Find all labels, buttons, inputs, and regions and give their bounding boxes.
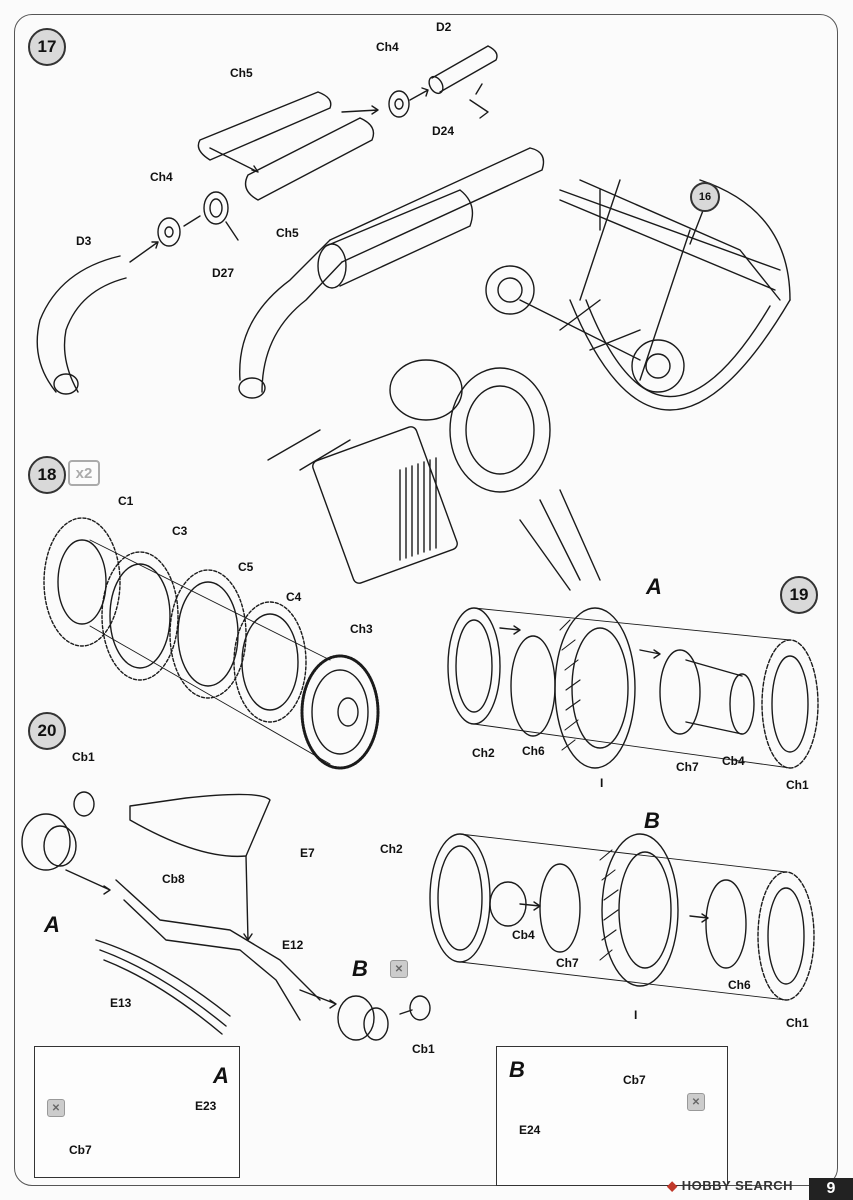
part-d27 <box>203 191 229 225</box>
label-d27: D27 <box>212 266 235 280</box>
page-number: 9 <box>809 1178 853 1200</box>
part-c1 <box>43 517 121 647</box>
part-e7 <box>129 793 271 858</box>
detail-box-a: A ✕ E23 Cb7 <box>34 1046 240 1178</box>
label-19b-i: I <box>634 1008 638 1022</box>
label-19b-ch1: Ch1 <box>786 1016 809 1030</box>
label-ch3: Ch3 <box>350 622 373 636</box>
label-c4: C4 <box>286 590 302 604</box>
watermark-logo: ◆ HOBBY SEARCH <box>667 1178 793 1194</box>
label-19b-ch7: Ch7 <box>556 956 579 970</box>
label-19a-i: I <box>600 776 604 790</box>
label-20-variant-b: B <box>352 956 368 981</box>
step-17-number: 17 <box>37 37 57 56</box>
label-d3: D3 <box>76 234 92 248</box>
label-ch4-mid: Ch4 <box>150 170 173 184</box>
step-19-badge: 19 <box>780 576 818 614</box>
part-b-hub <box>337 995 431 1041</box>
part-ch4-mid <box>157 217 181 247</box>
label-20-cb1-b: Cb1 <box>412 1042 435 1056</box>
detail-a-e23: E23 <box>195 1099 217 1113</box>
step-16-ref-number: 16 <box>698 191 712 203</box>
label-20-e7: E7 <box>300 846 315 860</box>
detail-b-title: B <box>509 1057 525 1082</box>
part-a-hub <box>21 791 95 871</box>
label-d2: D2 <box>436 20 452 34</box>
glue-icon: ✕ <box>390 960 408 978</box>
step-18-badge: 18 <box>28 456 66 494</box>
glue-icon: ✕ <box>47 1099 65 1117</box>
label-20-cb8: Cb8 <box>162 872 185 886</box>
detail-b-cb7: Cb7 <box>623 1073 646 1087</box>
label-19a-ch1: Ch1 <box>786 778 809 792</box>
label-19a-ch2: Ch2 <box>472 746 495 760</box>
part-ch3 <box>300 654 380 770</box>
label-c3: C3 <box>172 524 188 538</box>
quantity-label: x2 <box>75 464 93 482</box>
label-19a-ch7: Ch7 <box>676 760 699 774</box>
part-d2 <box>431 45 498 93</box>
label-20-e12: E12 <box>282 938 304 952</box>
wheel-a <box>447 607 819 769</box>
label-variant-a: A <box>646 574 662 599</box>
part-c4 <box>233 601 307 723</box>
label-d24: D24 <box>432 124 455 138</box>
part-c3 <box>101 551 179 681</box>
label-20-e13: E13 <box>110 996 132 1010</box>
label-20-cb1: Cb1 <box>72 750 95 764</box>
label-c1: C1 <box>118 494 134 508</box>
step-18-number: 18 <box>37 465 57 484</box>
label-ch4-top: Ch4 <box>376 40 399 54</box>
detail-a-cb7: Cb7 <box>69 1143 92 1157</box>
label-variant-b: B <box>644 808 660 833</box>
label-c5: C5 <box>238 560 254 574</box>
step-19-number: 19 <box>789 585 809 604</box>
watermark-text: HOBBY SEARCH <box>681 1178 793 1193</box>
wheel-b <box>429 833 815 1001</box>
quantity-badge: x2 <box>68 460 100 486</box>
label-19a-cb4: Cb4 <box>722 754 745 768</box>
page-number-text: 9 <box>826 1180 836 1197</box>
label-20-variant-a: A <box>44 912 60 937</box>
detail-b-e24: E24 <box>519 1123 541 1137</box>
part-e12 <box>115 879 321 1021</box>
step-20-number: 20 <box>37 721 57 740</box>
label-ch5-mid: Ch5 <box>276 226 299 240</box>
label-19b-cb4: Cb4 <box>512 928 535 942</box>
detail-box-b: B Cb7 ✕ E24 <box>496 1046 728 1186</box>
part-d3 <box>36 255 127 393</box>
step-20-badge: 20 <box>28 712 66 750</box>
step-17-badge: 17 <box>28 28 66 66</box>
label-19b-ch6: Ch6 <box>728 978 751 992</box>
watermark-mark: ◆ <box>667 1178 678 1193</box>
part-d24 <box>469 83 489 119</box>
part-e13 <box>95 939 231 1035</box>
page-border <box>14 14 838 1186</box>
label-19a-ch6: Ch6 <box>522 744 545 758</box>
detail-a-title: A <box>213 1063 229 1088</box>
label-19b-ch2: Ch2 <box>380 842 403 856</box>
part-ch4-top <box>388 90 410 118</box>
glue-icon: ✕ <box>687 1093 705 1111</box>
label-ch5-top: Ch5 <box>230 66 253 80</box>
part-ch5-top <box>197 91 332 161</box>
step-16-ref-badge: 16 <box>690 182 720 212</box>
